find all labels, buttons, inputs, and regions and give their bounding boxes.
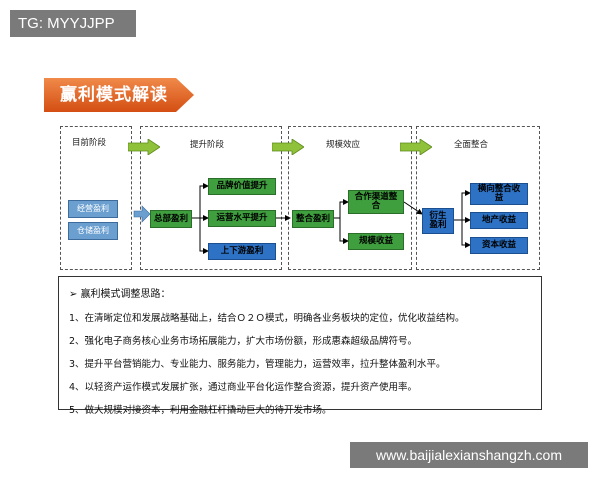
- notes-title-text: 赢利模式调整思路：: [80, 289, 171, 300]
- note-line-3: 3、提升平台营销能力、专业能力、服务能力，管理能力，运营效率，拉升整体盈利水平。: [69, 359, 446, 370]
- stage-arrow-1: [128, 139, 160, 155]
- box-derived-profit: 衍生盈利: [422, 208, 454, 234]
- stage-integrate: [416, 126, 540, 270]
- note-line-4: 4、以轻资产运作模式发展扩张，通过商业平台化运作整合资源，提升资产使用率。: [69, 382, 418, 393]
- box-vertical-income: 横向整合收益: [470, 183, 528, 205]
- box-op-level: 运营水平提升: [208, 210, 276, 227]
- stage-title-integrate: 全面整合: [454, 140, 489, 150]
- tag-overlay: TG: MYYJJPP: [10, 10, 136, 37]
- box-storage-profit: 仓储盈利: [68, 222, 118, 240]
- watermark-url: www.baijialexianshangzh.com: [350, 442, 588, 468]
- box-capital-income: 资本收益: [470, 237, 528, 254]
- stage-arrow-2: [272, 139, 304, 155]
- note-line-5: 5、做大规模对接资本，利用金融杠杆撬动巨大的待开发市场。: [69, 405, 332, 416]
- stage-arrow-3: [400, 139, 432, 155]
- stage-title-scale: 规模效应: [326, 140, 361, 150]
- stage-scale: [288, 126, 412, 270]
- stage-title-current: 目前阶段: [72, 138, 107, 148]
- banner-shape: [44, 78, 194, 112]
- arrow-bullet-icon: ➢: [69, 289, 81, 300]
- stage-current: [60, 126, 132, 270]
- box-brand-value: 品牌价值提升: [208, 178, 276, 195]
- notes-panel: ➢ 赢利模式调整思路： 1、在清晰定位和发展战略基础上，结合Ｏ２Ｏ模式，明确各业…: [58, 276, 542, 416]
- stage-improve: [140, 126, 282, 270]
- box-property-income: 地产收益: [470, 212, 528, 229]
- box-scale-income: 规模收益: [348, 233, 404, 250]
- box-updown-profit: 上下游盈利: [208, 243, 276, 260]
- title-banner: 赢利模式解读: [44, 78, 194, 112]
- banner-title: 赢利模式解读: [60, 85, 168, 105]
- notes-title: ➢ 赢利模式调整思路：: [69, 285, 541, 300]
- box-total-profit: 总部盈利: [150, 210, 192, 228]
- note-line-1: 1、在清晰定位和发展战略基础上，结合Ｏ２Ｏ模式，明确各业务板块的定位，优化收益结…: [69, 313, 465, 324]
- box-channel-integration: 合作渠道整合: [348, 190, 404, 214]
- stage-title-improve: 提升阶段: [190, 140, 225, 150]
- box-integrated-profit: 整合盈利: [292, 210, 334, 228]
- note-line-2: 2、强化电子商务核心业务市场拓展能力，扩大市场份额，形成惠森超级品牌符号。: [69, 336, 418, 347]
- box-operating-profit: 经营盈利: [68, 200, 118, 218]
